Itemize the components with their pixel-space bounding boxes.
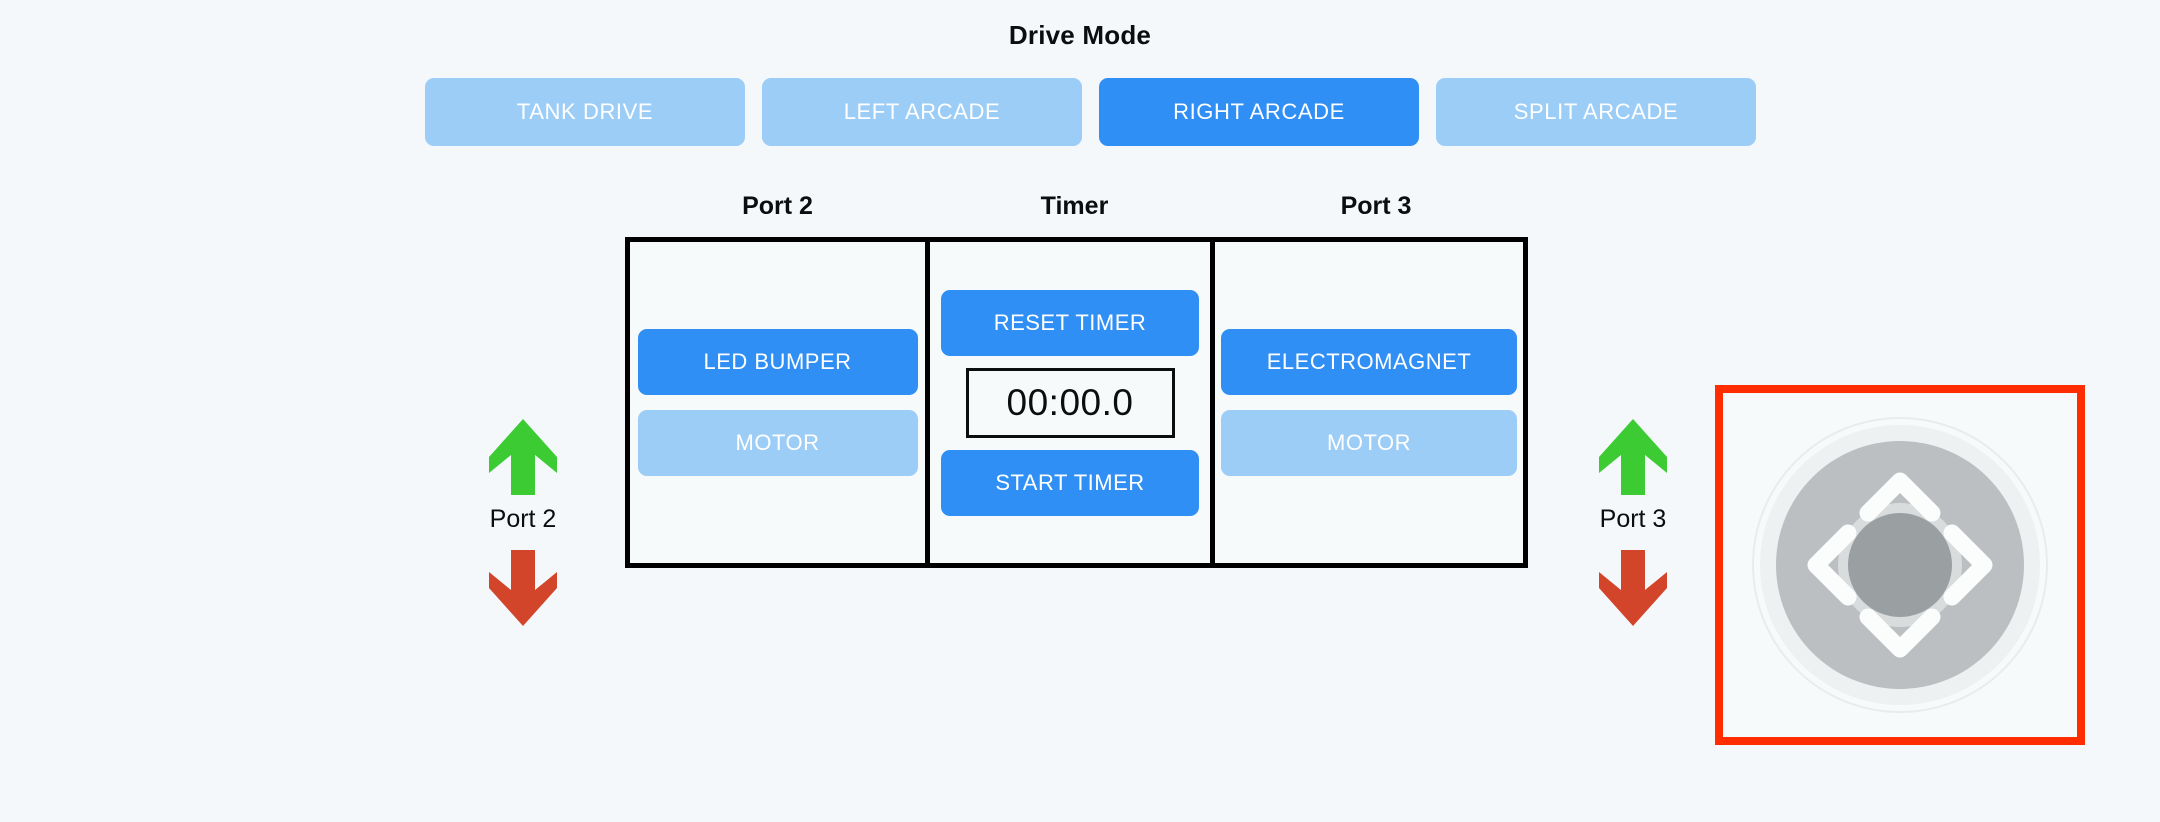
port2-arrow-label: Port 2 (489, 505, 557, 533)
timer-column-header: Timer (1040, 192, 1109, 220)
port3-column-header: Port 3 (1340, 192, 1412, 220)
control-panel-group: LED BUMPER MOTOR RESET TIMER 00:00.0 STA… (625, 237, 1528, 568)
arrow-up-icon[interactable] (1597, 417, 1669, 497)
port2-column-header: Port 2 (742, 192, 813, 220)
arrow-down-icon[interactable] (1597, 548, 1669, 628)
dpad-highlight-box (1715, 385, 2085, 745)
electromagnet-button[interactable]: ELECTROMAGNET (1221, 329, 1517, 395)
dpad-icon[interactable] (1750, 415, 2050, 715)
dpad-up-chevron (1859, 472, 1941, 522)
arrow-down-icon[interactable] (487, 548, 559, 628)
port2-panel: LED BUMPER MOTOR (625, 237, 930, 568)
port3-panel: ELECTROMAGNET MOTOR (1210, 237, 1528, 568)
drive-mode-tank-drive-button[interactable]: TANK DRIVE (425, 78, 745, 146)
timer-panel: RESET TIMER 00:00.0 START TIMER (925, 237, 1215, 568)
drive-mode-split-arcade-button[interactable]: SPLIT ARCADE (1436, 78, 1756, 146)
page-title: Drive Mode (1008, 20, 1152, 50)
port3-motor-button[interactable]: MOTOR (1221, 410, 1517, 476)
port3-arrow-label: Port 3 (1599, 505, 1667, 533)
drive-mode-button-group: TANK DRIVE LEFT ARCADE RIGHT ARCADE SPLI… (425, 78, 1756, 146)
dpad-left-chevron (1807, 524, 1857, 606)
timer-display: 00:00.0 (965, 367, 1175, 438)
port2-arrow-control: Port 2 (443, 417, 603, 628)
start-timer-button[interactable]: START TIMER (941, 449, 1199, 516)
drive-mode-right-arcade-button[interactable]: RIGHT ARCADE (1099, 78, 1419, 146)
port2-motor-button[interactable]: MOTOR (637, 410, 918, 476)
dpad-right-chevron (1943, 524, 1993, 606)
port3-arrow-control: Port 3 (1553, 417, 1713, 628)
arrow-up-icon[interactable] (487, 417, 559, 497)
led-bumper-button[interactable]: LED BUMPER (637, 329, 918, 395)
dpad-down-chevron (1859, 608, 1941, 658)
drive-mode-left-arcade-button[interactable]: LEFT ARCADE (762, 78, 1082, 146)
reset-timer-button[interactable]: RESET TIMER (941, 289, 1199, 356)
